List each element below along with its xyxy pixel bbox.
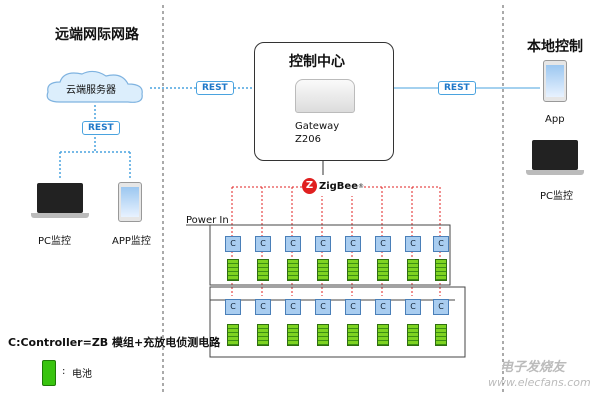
gateway-name: Gateway — [295, 121, 340, 132]
gateway-model: Z206 — [295, 134, 321, 145]
local-phone-icon — [543, 60, 567, 102]
battery-icon — [347, 259, 359, 281]
battery-icon — [435, 324, 447, 346]
local-laptop-icon — [532, 140, 578, 170]
battery-icon — [377, 324, 389, 346]
battery-icon — [377, 259, 389, 281]
rest-label-cloud-center: REST — [196, 81, 234, 95]
zigbee-logo: Z ZigBee ® — [302, 176, 364, 196]
controller: C — [255, 299, 271, 315]
controller: C — [345, 236, 361, 252]
cloud-icon — [46, 70, 143, 103]
controller: C — [405, 236, 421, 252]
watermark-site: www.elecfans.com — [488, 376, 591, 389]
controller: C — [405, 299, 421, 315]
battery-icon — [317, 259, 329, 281]
zigbee-reg: ® — [358, 182, 364, 190]
controller: C — [433, 236, 449, 252]
local-pc-label: PC监控 — [540, 191, 574, 202]
controller: C — [285, 299, 301, 315]
remote-app-label: APP监控 — [112, 236, 151, 247]
battery-icon — [257, 259, 269, 281]
battery-icon — [227, 324, 239, 346]
local-region-title: 本地控制 — [527, 39, 583, 55]
controller: C — [375, 236, 391, 252]
zigbee-icon: Z — [302, 178, 317, 194]
control-center-title: 控制中心 — [289, 54, 345, 70]
controller: C — [315, 299, 331, 315]
local-laptop-base — [526, 170, 584, 175]
local-app-label: App — [545, 114, 565, 125]
controller: C — [315, 236, 331, 252]
legend-battery-note: 电池 — [72, 369, 92, 380]
controller: C — [225, 299, 241, 315]
remote-pc-label: PC监控 — [38, 236, 72, 247]
laptop-base — [31, 213, 89, 218]
rest-label-center-local: REST — [438, 81, 476, 95]
gateway-device-icon — [295, 79, 355, 113]
battery-icon — [257, 324, 269, 346]
legend-battery-colon: : — [62, 366, 66, 377]
battery-icon — [407, 259, 419, 281]
controller: C — [255, 236, 271, 252]
remote-region-title: 远端网际网路 — [55, 27, 139, 43]
battery-icon — [287, 324, 299, 346]
controller: C — [225, 236, 241, 252]
phone-icon — [118, 182, 142, 222]
power-in-label: Power In — [186, 215, 229, 226]
battery-icon — [347, 324, 359, 346]
controller: C — [285, 236, 301, 252]
battery-icon — [407, 324, 419, 346]
controller: C — [375, 299, 391, 315]
watermark-brand: 电子发烧友 — [500, 360, 566, 375]
control-center-box: 控制中心 Gateway Z206 — [254, 42, 394, 161]
controller: C — [345, 299, 361, 315]
cloud-server: 云端服务器 — [40, 68, 150, 108]
laptop-icon — [37, 183, 83, 213]
battery-icon — [435, 259, 447, 281]
legend-controller-note: C:Controller=ZB 模组+充放电侦测电路 — [8, 336, 221, 349]
controller: C — [433, 299, 449, 315]
zigbee-label: ZigBee — [318, 180, 358, 192]
legend-battery-icon — [42, 360, 56, 386]
battery-icon — [287, 259, 299, 281]
cloud-label: 云端服务器 — [66, 85, 116, 96]
battery-icon — [227, 259, 239, 281]
rest-label-cloud-devices: REST — [82, 121, 120, 135]
battery-icon — [317, 324, 329, 346]
